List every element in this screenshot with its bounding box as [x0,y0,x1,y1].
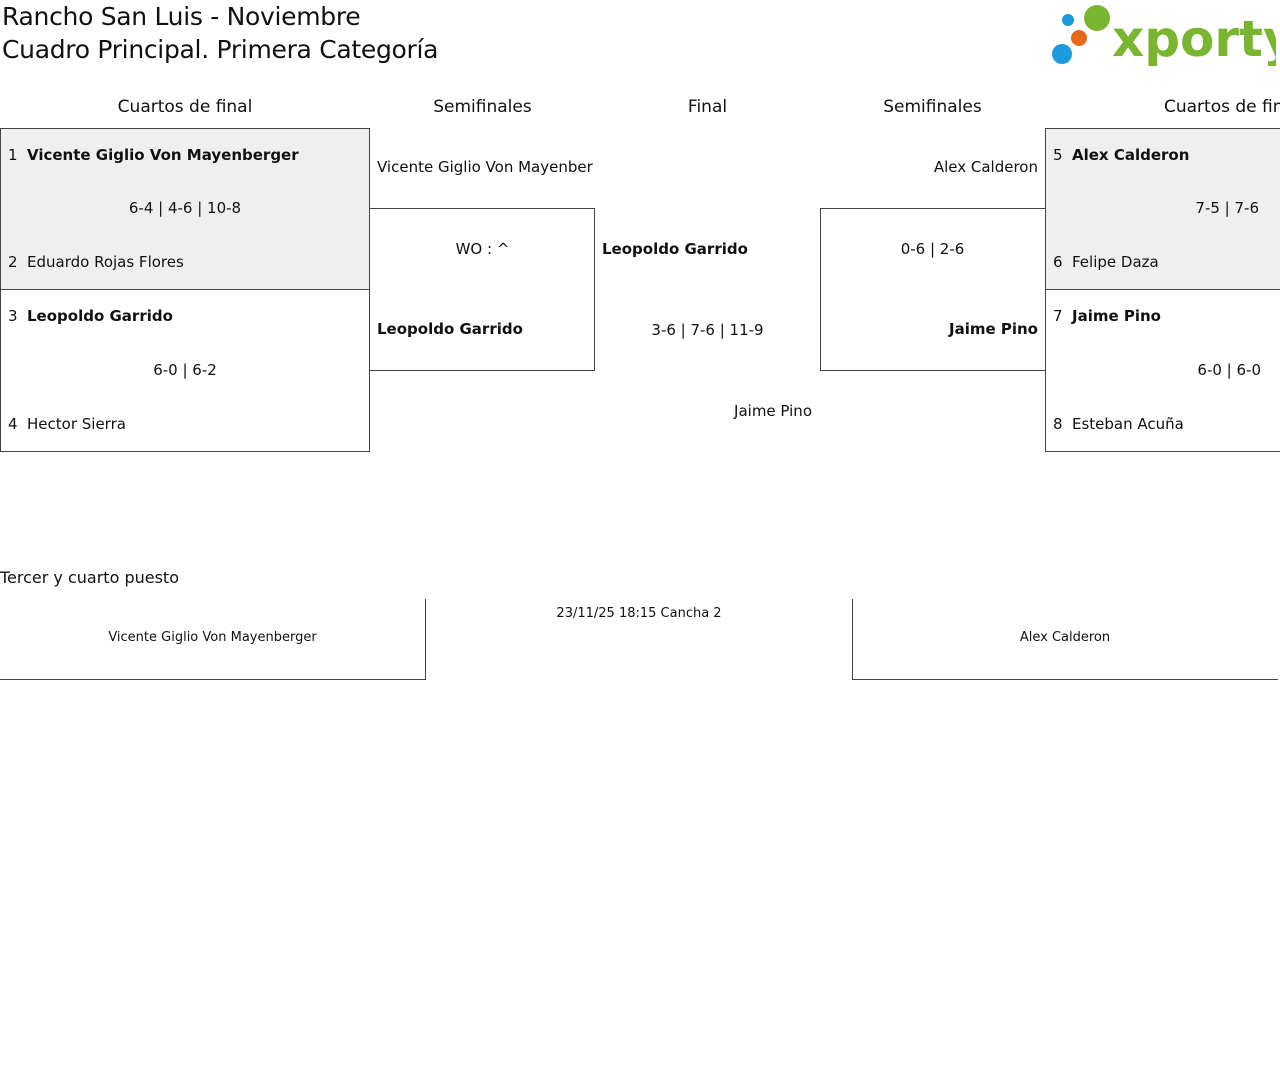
third-place-player-b[interactable]: Alex Calderon [1019,630,1111,645]
seed-number: 2 [8,253,18,271]
qf-match-3-player-a[interactable]: 5 Alex Calderon [1053,145,1189,165]
draw-subtitle: Cuadro Principal. Primera Categoría [2,35,439,64]
qf-match-3-score: 7-5 | 7-6 [1195,199,1259,217]
player-name: Alex Calderon [1072,146,1190,164]
qf-match-3-player-b[interactable]: 6 Felipe Daza [1053,252,1159,272]
sf-right-player-a[interactable]: Alex Calderon [933,158,1038,176]
round-header-right-qf: Cuartos de final [1164,97,1280,117]
qf-match-4-player-b[interactable]: 8 Esteban Acuña [1053,414,1184,434]
third-place-line-right [852,679,1278,680]
third-place-player-a[interactable]: Vicente Giglio Von Mayenberger [108,630,317,645]
player-name: Jaime Pino [1072,307,1161,325]
seed-number: 7 [1053,307,1063,325]
qf-match-3 [1045,128,1280,290]
qf-match-4-score: 6-0 | 6-0 [1197,361,1261,379]
player-name: Hector Sierra [27,415,126,433]
round-header-left-qf: Cuartos de final [117,97,253,117]
round-header-left-sf: Semifinales [433,97,532,117]
sf-right-match [820,208,1046,371]
third-place-divider-right [852,599,853,680]
xporty-logo-icon: xporty [1052,5,1280,68]
qf-match-1-player-a[interactable]: 1 Vicente Giglio Von Mayenberger [8,145,299,165]
qf-match-4-player-a[interactable]: 7 Jaime Pino [1053,306,1161,326]
qf-match-2-score: 6-0 | 6-2 [153,361,217,379]
player-name: Vicente Giglio Von Mayenberger [27,146,299,164]
sf-left-player-b[interactable]: Leopoldo Garrido [377,320,523,338]
seed-number: 5 [1053,146,1063,164]
qf-match-2-player-a[interactable]: 3 Leopoldo Garrido [8,306,173,326]
final-player-a[interactable]: Leopoldo Garrido [602,240,748,258]
qf-match-1-player-b[interactable]: 2 Eduardo Rojas Flores [8,252,184,272]
sf-left-score: WO : ^ [455,240,510,258]
player-name: Leopoldo Garrido [27,307,173,325]
seed-number: 4 [8,415,18,433]
round-header-final: Final [687,97,728,117]
qf-match-2-player-b[interactable]: 4 Hector Sierra [8,414,126,434]
player-name: Esteban Acuña [1072,415,1184,433]
seed-number: 6 [1053,253,1063,271]
third-place-title: Tercer y cuarto puesto [0,568,179,587]
final-score: 3-6 | 7-6 | 11-9 [651,321,764,339]
round-header-right-sf: Semifinales [883,97,982,117]
tournament-title: Rancho San Luis - Noviembre [2,2,361,31]
qf-match-1-score: 6-4 | 4-6 | 10-8 [128,199,242,217]
logo-wordmark: xporty [1112,10,1276,66]
seed-number: 1 [8,146,18,164]
sf-left-player-a[interactable]: Vicente Giglio Von Mayenber [377,158,593,176]
qf-match-1 [0,128,370,290]
seed-number: 3 [8,307,18,325]
sf-left-match [369,208,595,371]
player-name: Felipe Daza [1072,253,1159,271]
seed-number: 8 [1053,415,1063,433]
qf-match-4 [1045,289,1280,452]
sf-right-player-b[interactable]: Jaime Pino [949,320,1038,338]
third-place-divider-left [425,599,426,680]
third-place-line-left [0,679,426,680]
final-player-b[interactable]: Jaime Pino [734,402,812,420]
xporty-logo: xporty [1050,4,1280,68]
sf-right-score: 0-6 | 2-6 [900,240,965,258]
third-place-schedule: 23/11/25 18:15 Cancha 2 [556,606,722,621]
player-name: Eduardo Rojas Flores [27,253,184,271]
